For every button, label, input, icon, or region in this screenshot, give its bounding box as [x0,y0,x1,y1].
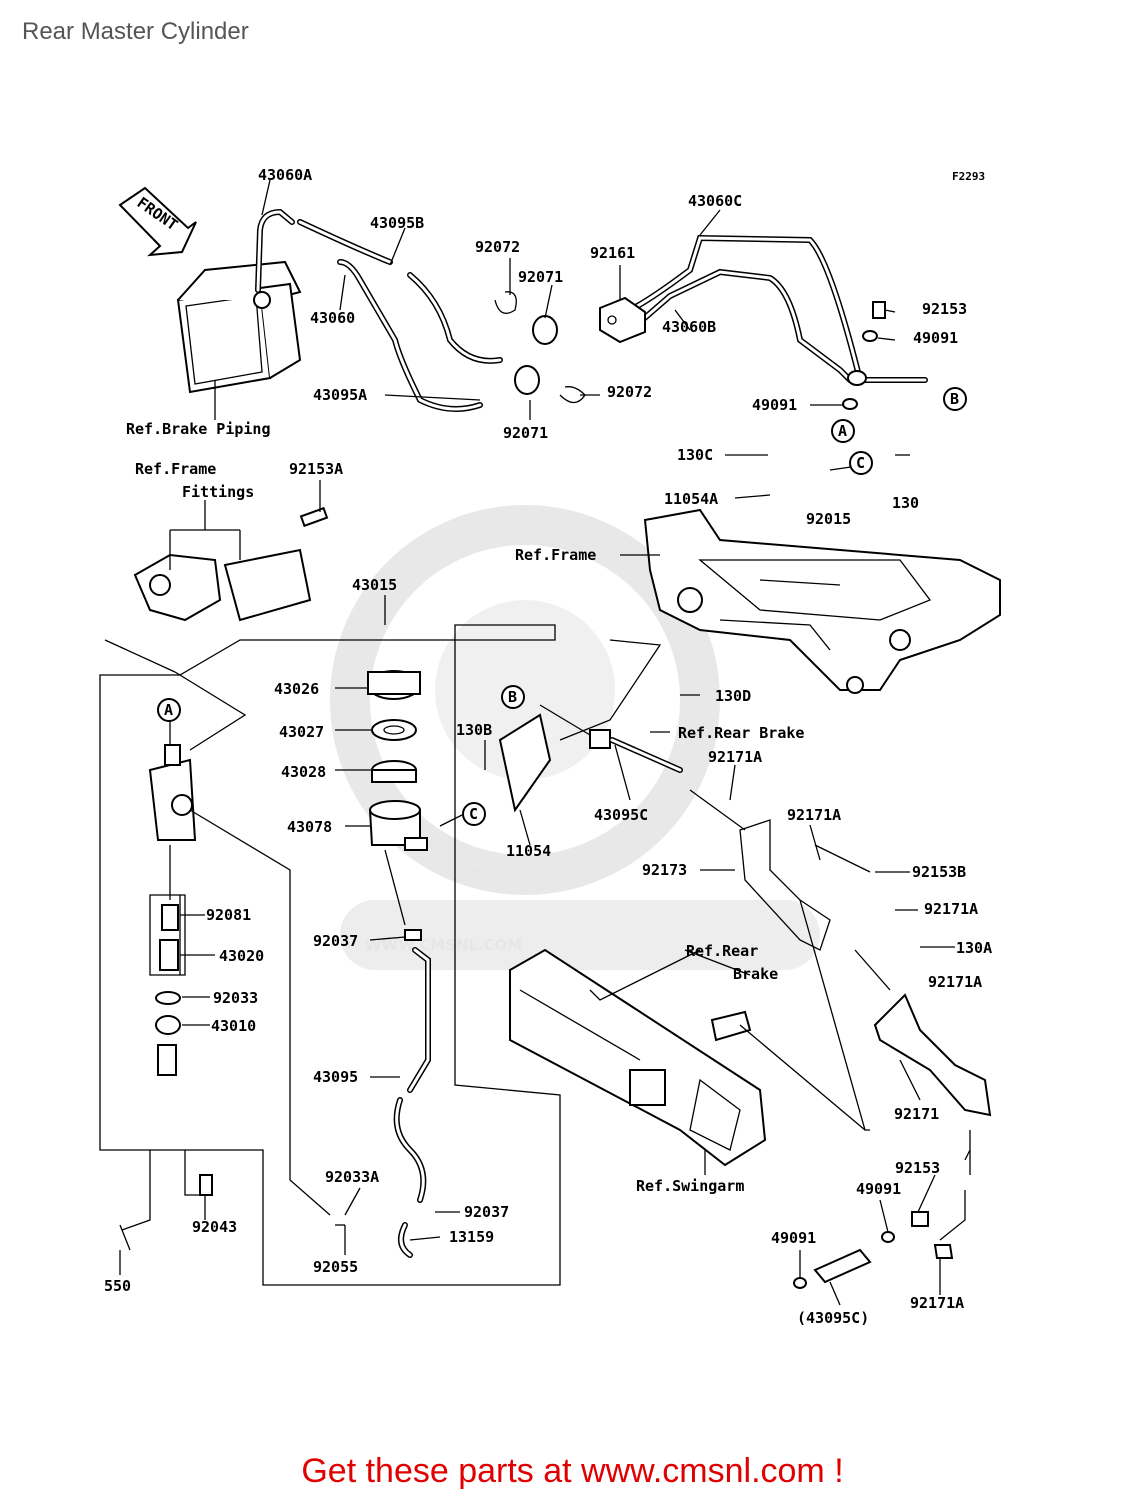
watermark-logo: CMS WWW.CMSNL.COM [330,505,820,970]
callout-92072: 92072 [475,238,520,256]
callout-43028: 43028 [281,763,326,781]
callout-ref-frame: Ref.Frame [135,460,216,478]
page-title: Rear Master Cylinder [22,18,249,45]
joint-block-92161 [599,296,646,344]
callout-ref-swingarm: Ref.Swingarm [636,1177,744,1195]
callout-130D: 130D [715,687,751,705]
callout-92153: 92153 [922,300,967,318]
callout-49091: 49091 [771,1229,816,1247]
marker-A: A [838,422,847,440]
callout-92161: 92161 [590,244,635,262]
callout-49091: 49091 [752,396,797,414]
callout-92081: 92081 [206,906,251,924]
lower-right-parts [793,1211,954,1289]
callout-brake: Brake [733,965,778,983]
callout-11054A: 11054A [664,490,718,508]
callout-92171: 92171 [894,1105,939,1123]
reference-markers: B A C A B C [157,387,967,826]
callout-130B: 130B [456,721,492,739]
reservoir-parts [367,670,428,851]
callout-43060A: 43060A [258,166,312,184]
callout-43078: 43078 [287,818,332,836]
brake-pipes [255,208,928,412]
callout-550: 550 [104,1277,131,1295]
reservoir-hose [393,929,431,1258]
callout-43010: 43010 [211,1017,256,1035]
marker-C: C [469,805,478,823]
callout-92071: 92071 [518,268,563,286]
frame-fittings [133,506,329,622]
callout-92171A: 92171A [924,900,978,918]
callout-43026: 43026 [274,680,319,698]
callout-13159: 13159 [449,1228,494,1246]
callout-43095A: 43095A [313,386,367,404]
callout-43095: 43095 [313,1068,358,1086]
callout-92153A: 92153A [289,460,343,478]
figure-code: F2293 [952,170,985,183]
callout-43020: 43020 [219,947,264,965]
callout-130: 130 [892,494,919,512]
swingarm [509,948,767,1167]
callout-43095C-paren: (43095C) [797,1309,869,1327]
callout-92015: 92015 [806,510,851,528]
brake-pedal-assembly [498,713,992,1117]
callout-49091: 49091 [913,329,958,347]
abs-hydraulic-unit [176,260,302,394]
callout-92072: 92072 [607,383,652,401]
callout-43095B: 43095B [370,214,424,232]
callout-92071: 92071 [503,424,548,442]
callout-92043: 92043 [192,1218,237,1236]
front-arrow-icon: FRONT [118,186,197,257]
callout-92171A: 92171A [708,748,762,766]
callout-92037: 92037 [313,932,358,950]
callout-92033: 92033 [213,989,258,1007]
grommets [494,291,586,404]
callout-ref-frame: Ref.Frame [515,546,596,564]
callout-92037: 92037 [464,1203,509,1221]
footer-promo-link[interactable]: Get these parts at www.cmsnl.com ! [301,1452,844,1490]
callout-43015: 43015 [352,576,397,594]
callout-130A: 130A [956,939,992,957]
callout-49091: 49091 [856,1180,901,1198]
marker-A: A [164,701,173,719]
callout-labels: 43060A 43095B 92072 92161 43060C 92071 9… [104,166,992,1327]
callout-43060: 43060 [310,309,355,327]
callout-43095C: 43095C [594,806,648,824]
callout-92173: 92173 [642,861,687,879]
callout-130C: 130C [677,446,713,464]
callout-92171A: 92171A [787,806,841,824]
callout-92033A: 92033A [325,1168,379,1186]
callout-43060C: 43060C [688,192,742,210]
callout-fittings: Fittings [182,483,254,501]
frame-assembly [643,508,1001,694]
callout-92153: 92153 [895,1159,940,1177]
master-cylinder [119,744,213,1251]
callout-ref-rear: Ref.Rear [686,942,758,960]
callout-43060B: 43060B [662,318,716,336]
marker-B: B [508,688,517,706]
watermark-brand: CMS [470,866,507,884]
marker-B: B [950,390,959,408]
callout-ref-brake-piping: Ref.Brake Piping [126,420,271,438]
marker-C: C [856,454,865,472]
callout-92171A: 92171A [910,1294,964,1312]
callout-92055: 92055 [313,1258,358,1276]
callout-92153B: 92153B [912,863,966,881]
leader-lines [99,179,971,1306]
callout-ref-rear-brake: Ref.Rear Brake [678,724,804,742]
callout-92171A: 92171A [928,973,982,991]
callout-43027: 43027 [279,723,324,741]
callout-11054: 11054 [506,842,551,860]
bolts-top-right [842,301,886,410]
